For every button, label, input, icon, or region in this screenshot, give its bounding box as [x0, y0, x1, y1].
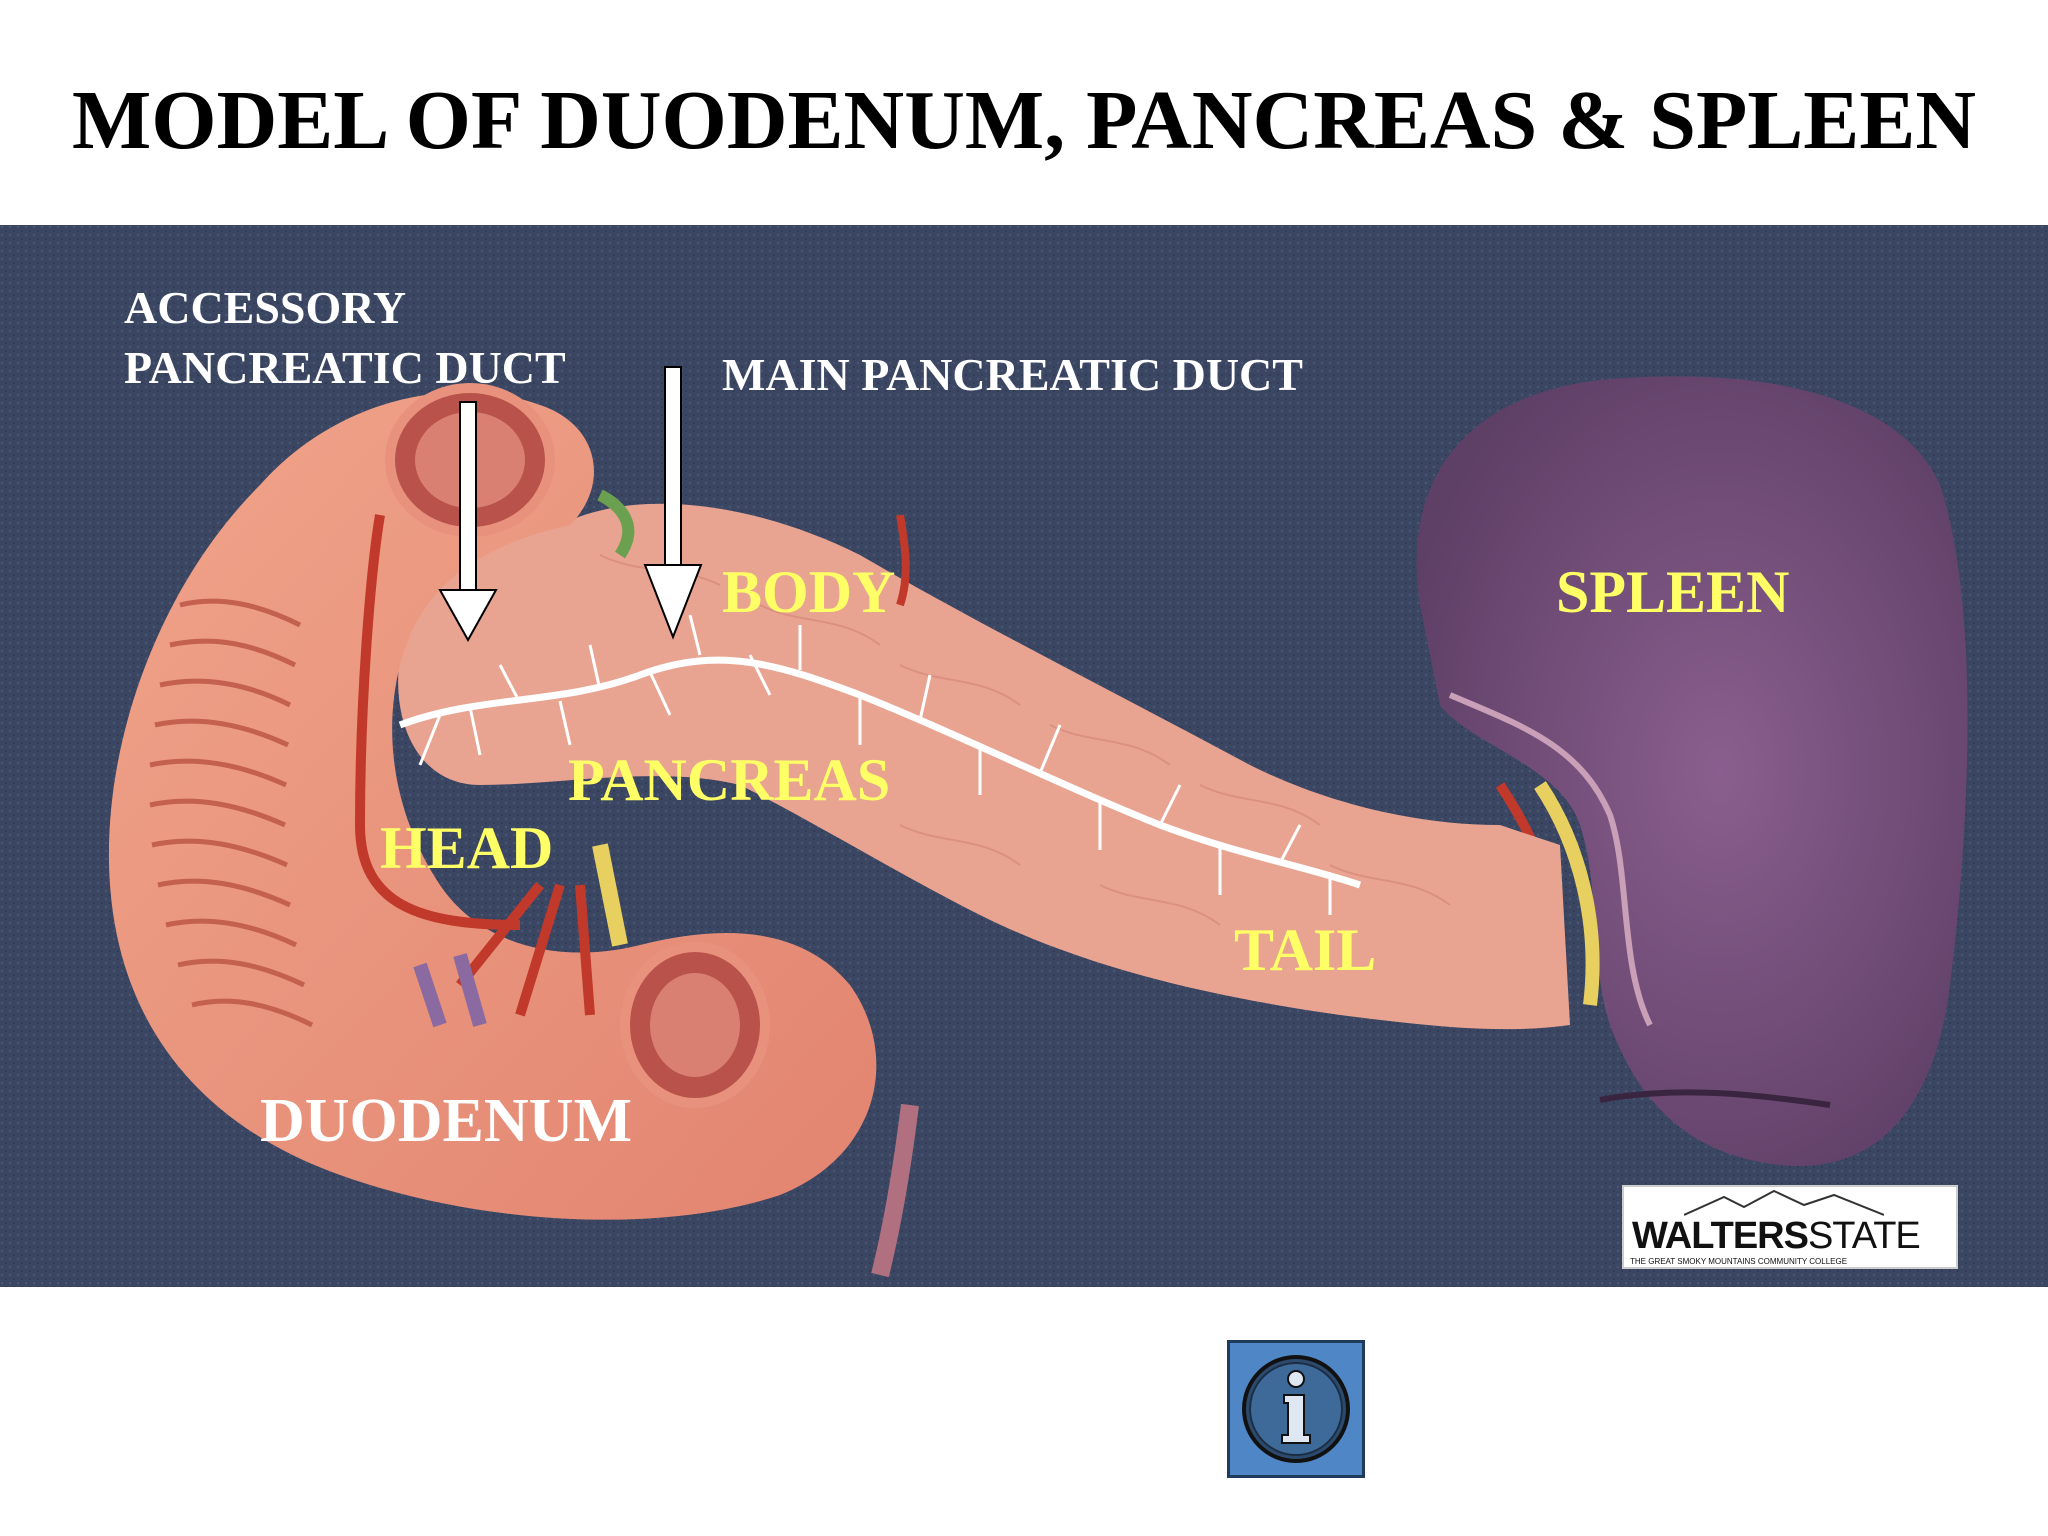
logo-wordmark-bold: WALTERS — [1632, 1215, 1809, 1257]
anatomy-illustration — [0, 225, 2048, 1287]
accessory-duct-label-line2: PANCREATIC DUCT — [124, 342, 566, 393]
pancreas-label: PANCREAS — [568, 747, 891, 813]
pancreas-shape — [398, 503, 1570, 1030]
body-label: BODY — [722, 559, 896, 625]
logo-subtitle: THE GREAT SMOKY MOUNTAINS COMMUNITY COLL… — [1630, 1257, 1848, 1266]
logo-wordmark: WALTERSSTATE — [1632, 1215, 1921, 1258]
anatomy-photo — [0, 225, 2048, 1287]
main-duct-arrow — [643, 366, 703, 640]
mountain-logo-icon — [1684, 1189, 1884, 1216]
spleen-label: SPLEEN — [1556, 559, 1790, 625]
accessory-duct-arrow — [438, 401, 498, 643]
logo-wordmark-thin: STATE — [1807, 1215, 1921, 1257]
head-label: HEAD — [380, 815, 554, 881]
main-duct-label: MAIN PANCREATIC DUCT — [722, 349, 1303, 400]
walters-state-logo: WALTERSSTATE THE GREAT SMOKY MOUNTAINS C… — [1622, 1185, 1958, 1269]
tail-label: TAIL — [1234, 917, 1377, 983]
slide-title: MODEL OF DUODENUM, PANCREAS & SPLEEN — [71, 74, 1977, 167]
duodenum-label: DUODENUM — [260, 1087, 632, 1155]
accessory-duct-label-line1: ACCESSORY — [124, 282, 407, 333]
info-button[interactable] — [1227, 1340, 1365, 1478]
info-icon — [1242, 1355, 1350, 1463]
spleen-shape — [1416, 376, 1968, 1166]
